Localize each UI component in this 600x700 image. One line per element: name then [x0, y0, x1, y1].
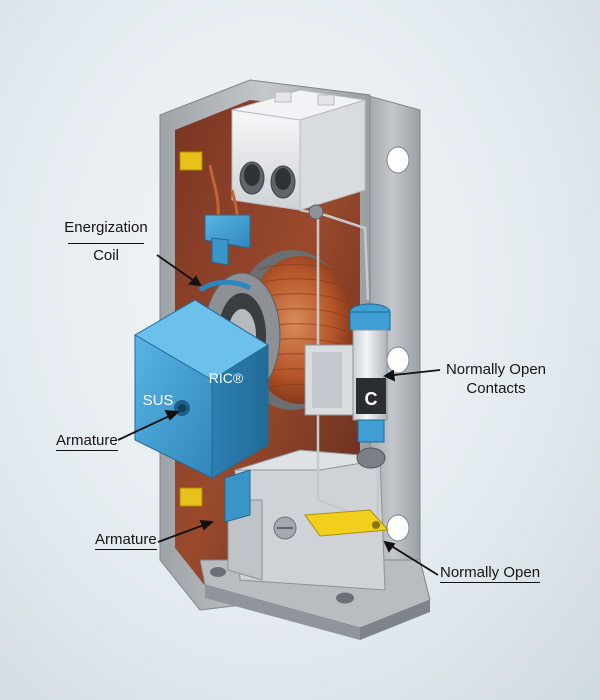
label-energization-coil: Energization Coil	[58, 218, 154, 265]
label-armature-lower: Armature	[95, 530, 157, 550]
contact-letter: C	[365, 389, 378, 409]
terminal-block	[231, 89, 366, 211]
normally-open-contacts: C	[304, 303, 391, 469]
lower-bracket	[227, 449, 386, 591]
normally-open-tab	[304, 509, 390, 537]
label-normally-open-text: Normally Open	[440, 564, 541, 583]
label-normally-open-contacts-line2: Contacts	[466, 380, 526, 397]
label-armature-upper: Armature	[56, 431, 118, 451]
terminal-posts	[179, 151, 203, 507]
label-armature-lower-text: Armature	[95, 531, 157, 550]
label-energization-coil-line2: Coil	[93, 247, 119, 264]
label-normally-open: Normally Open	[440, 563, 541, 583]
armature-marking-left: SUS	[143, 392, 174, 409]
leader-lines	[117, 254, 441, 576]
coil-connector	[204, 214, 251, 266]
label-armature-upper-text: Armature	[56, 432, 118, 451]
armature-marking-brand: RIC®	[209, 370, 244, 386]
label-normally-open-contacts-line1: Normally Open	[445, 361, 547, 378]
wire-grommet	[308, 204, 324, 220]
label-energization-coil-rule	[68, 237, 144, 244]
label-normally-open-contacts: Normally Open Contacts	[440, 360, 552, 398]
label-energization-coil-line1: Energization	[64, 219, 148, 236]
